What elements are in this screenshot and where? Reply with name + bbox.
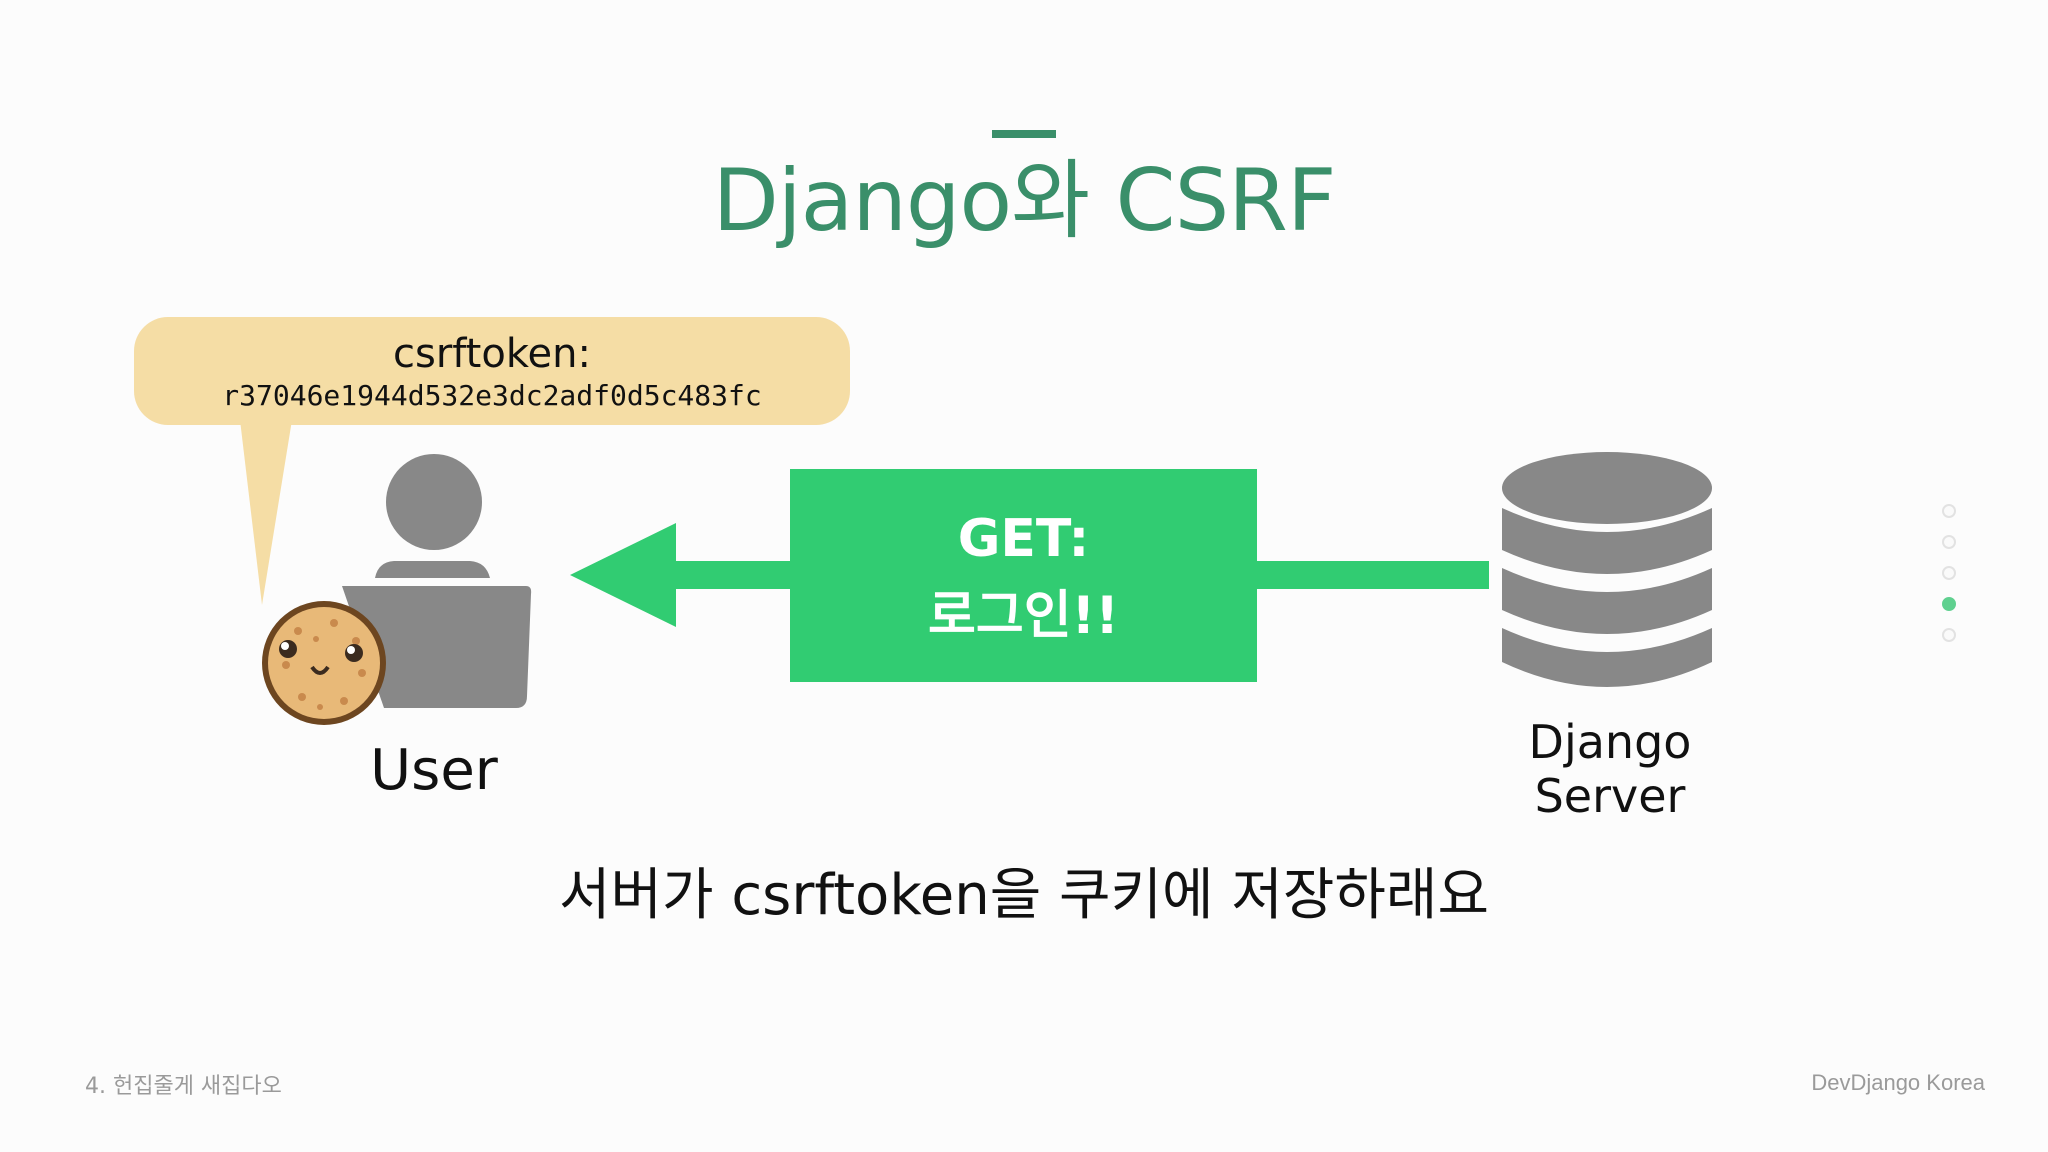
csrftoken-label: csrftoken: [393, 331, 591, 377]
speech-bubble: csrftoken: r37046e1944d532e3dc2adf0d5c48… [134, 317, 850, 425]
database-icon [1502, 452, 1712, 687]
slide-nav-dot[interactable] [1942, 628, 1956, 642]
slide-nav-dot[interactable] [1942, 504, 1956, 518]
csrftoken-value: r37046e1944d532e3dc2adf0d5c483fc [222, 379, 762, 412]
footer-brand: DevDjango Korea [1811, 1070, 1985, 1095]
speech-bubble-tail [240, 420, 292, 605]
user-at-laptop-icon [342, 454, 532, 708]
server-label: Django Server [1460, 715, 1760, 823]
request-action: 로그인!! [928, 586, 1119, 646]
slide-nav-dot-active[interactable] [1942, 597, 1956, 611]
slide-nav-dot[interactable] [1942, 535, 1956, 549]
server-label-line1: Django [1528, 715, 1692, 769]
user-label: User [370, 738, 498, 803]
slide-caption: 서버가 csrftoken을 쿠키에 저장하래요 [559, 863, 1489, 928]
request-method: GET: [957, 509, 1090, 569]
server-label-line2: Server [1534, 769, 1686, 823]
slide-nav-dots [1942, 504, 1958, 659]
slide-nav-dot[interactable] [1942, 566, 1956, 580]
cookie-icon [262, 601, 386, 725]
footer-section-title: 4. 헌집줄게 새집다오 [85, 1074, 282, 1099]
title-accent-bar [992, 130, 1056, 138]
request-box: GET: 로그인!! [790, 469, 1257, 682]
slide-title: Django와 CSRF [712, 151, 1337, 251]
